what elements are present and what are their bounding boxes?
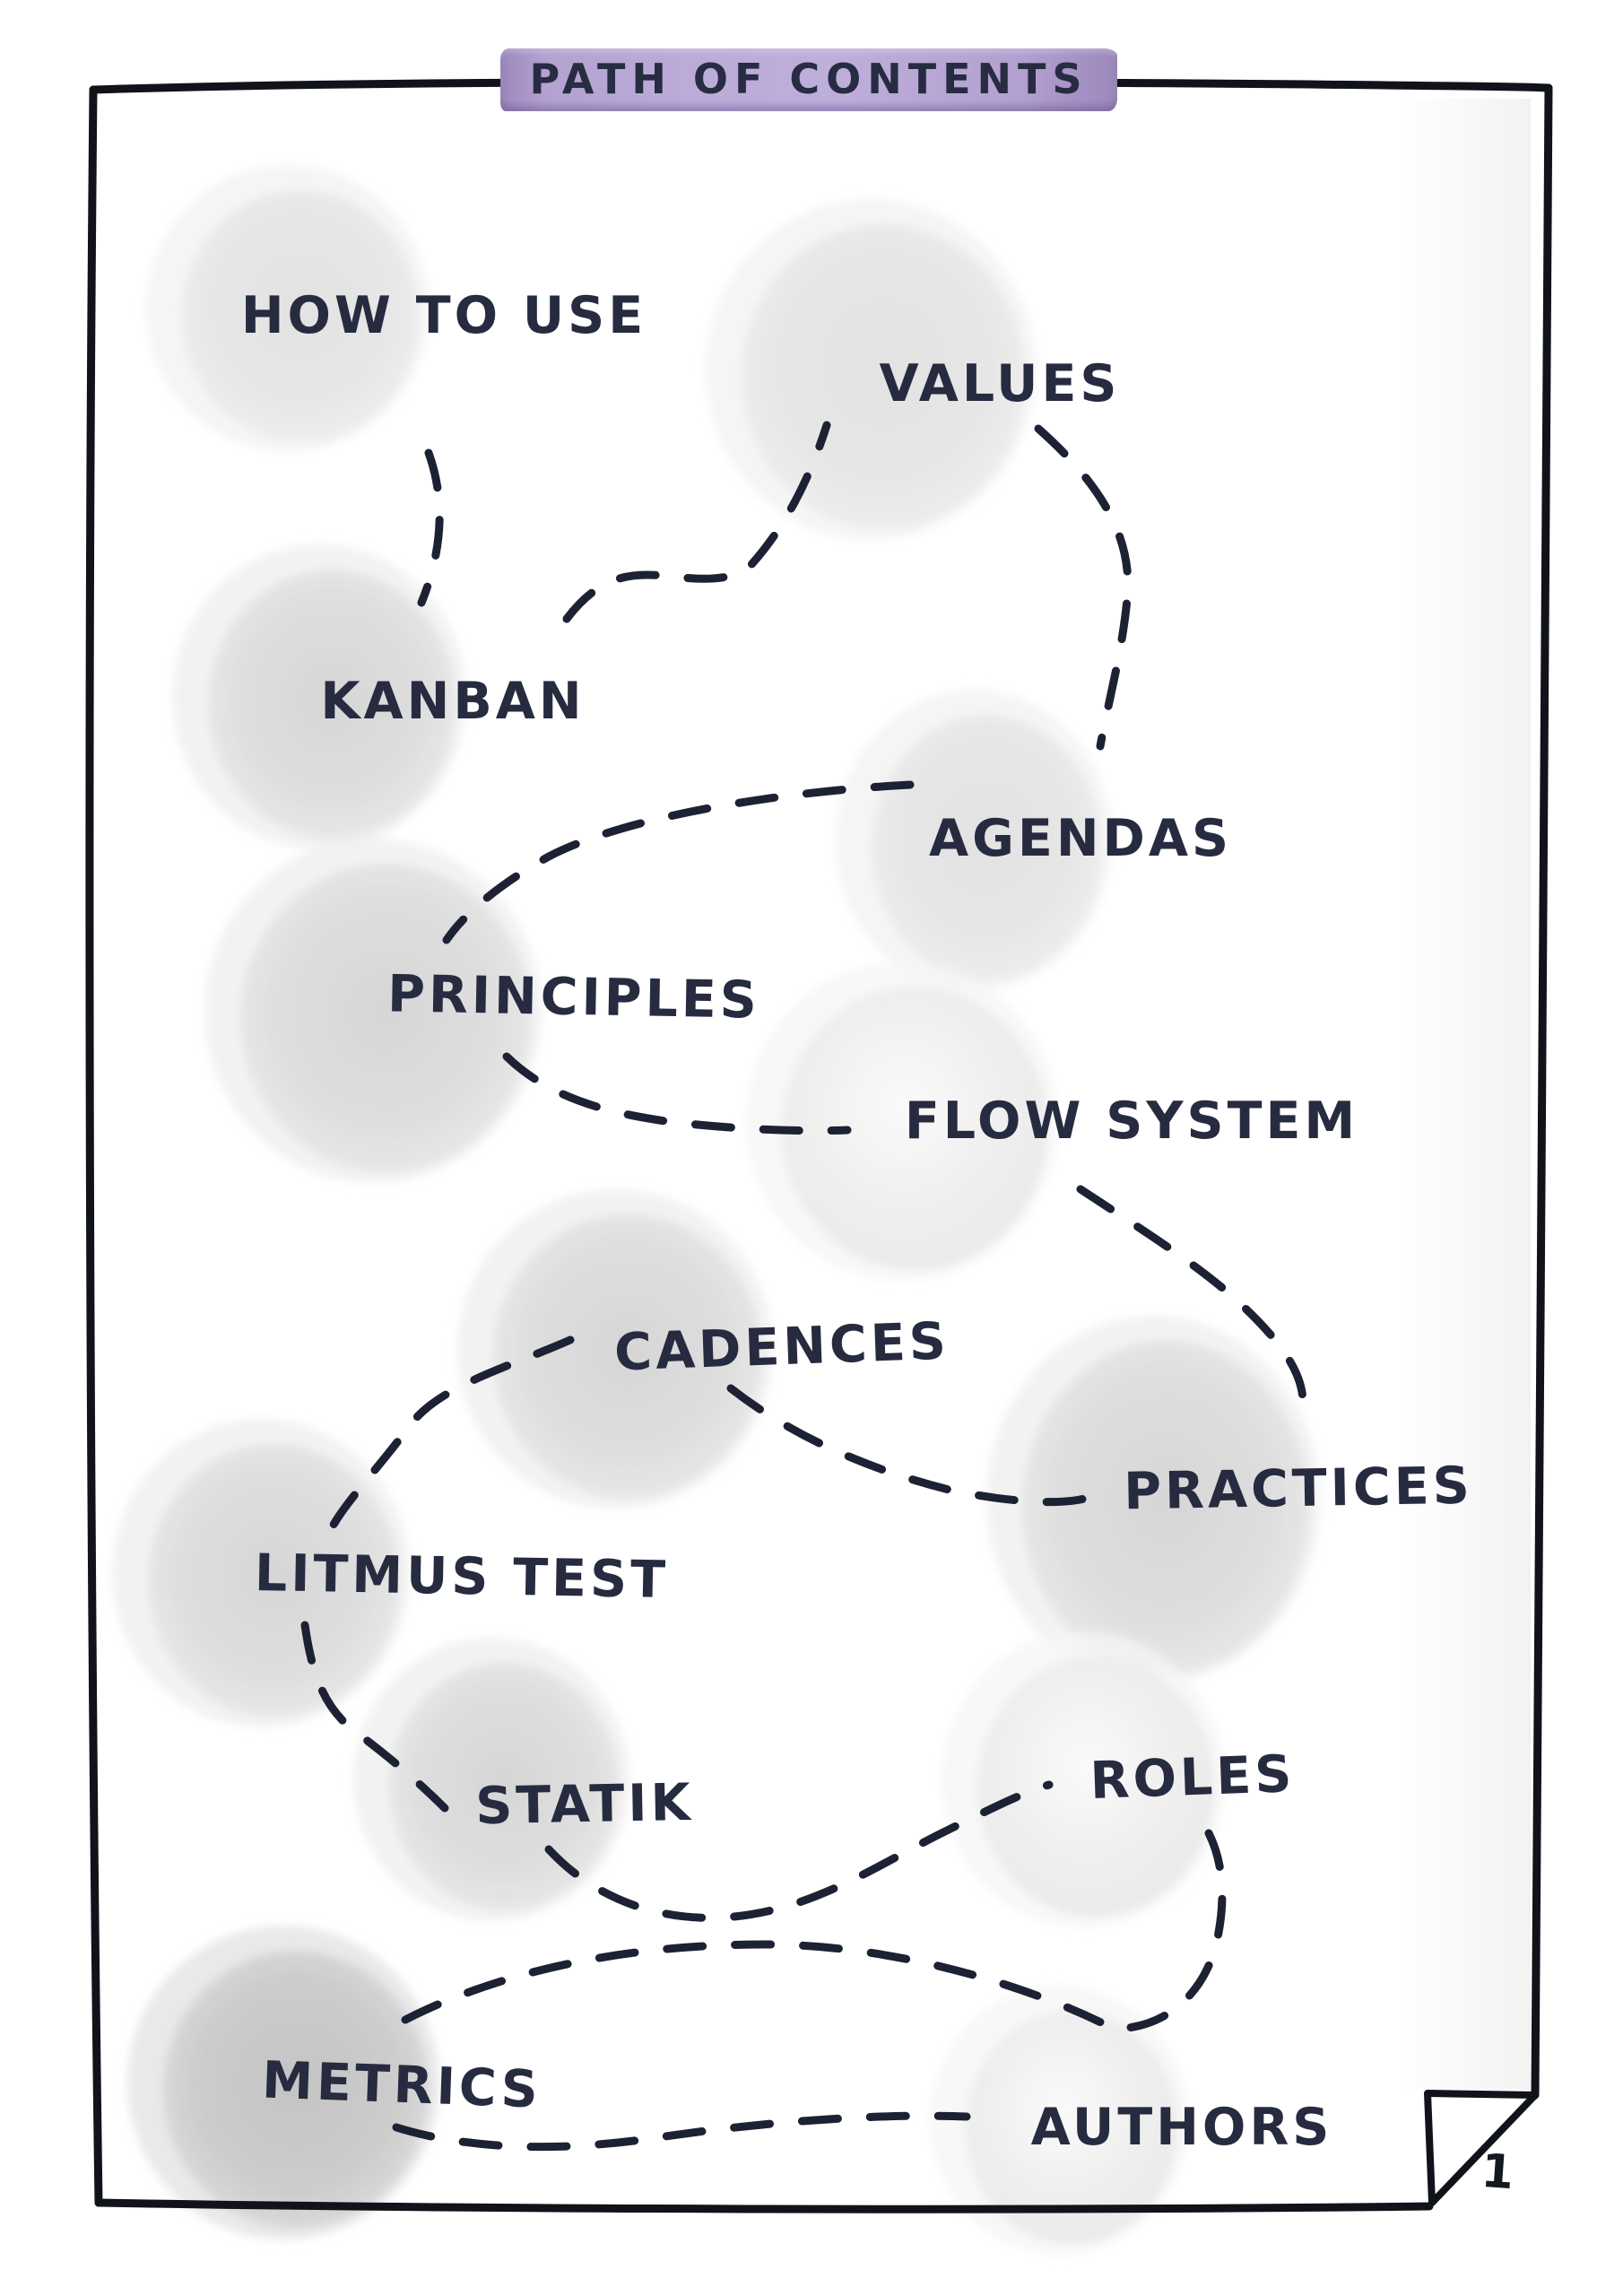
toc-item-values: VALUES xyxy=(879,354,1121,413)
toc-item-authors: AUTHORS xyxy=(1030,2098,1333,2157)
node-circle-metrics xyxy=(163,1951,429,2229)
toc-item-kanban: KANBAN xyxy=(320,672,586,731)
toc-item-statik: STATIK xyxy=(474,1772,695,1837)
node-circle-cadences xyxy=(493,1214,762,1498)
paper-edge-shading xyxy=(1394,99,1531,2090)
toc-item-flow-system: FLOW SYSTEM xyxy=(904,1091,1359,1151)
dashed-connector-cadences-litmus-test xyxy=(324,1335,575,1540)
dashed-connector-flow-system-practices xyxy=(1076,1185,1307,1405)
toc-item-principles: PRINCIPLES xyxy=(386,964,761,1031)
node-circle-agendas xyxy=(872,715,1101,980)
node-circle-litmus-test xyxy=(148,1444,399,1717)
page-number: 1 xyxy=(1479,2144,1516,2201)
toc-item-practices: PRACTICES xyxy=(1123,1456,1474,1522)
node-circle-flow-system xyxy=(782,987,1047,1270)
toc-item-agendas: AGENDAS xyxy=(928,809,1233,868)
header-banner: PATH OF CONTENTS xyxy=(500,48,1117,111)
page-border-right xyxy=(1531,83,1553,2100)
page-border-left xyxy=(85,85,103,2207)
dashed-connector-how-to-use-kanban xyxy=(417,448,444,607)
page-title: PATH OF CONTENTS xyxy=(529,55,1089,103)
toc-item-cadences: CADENCES xyxy=(613,1311,950,1383)
node-circle-authors xyxy=(966,2011,1177,2244)
dashed-connector-values-agendas xyxy=(1034,424,1133,751)
dashed-connector-cadences-practices xyxy=(726,1384,1092,1507)
dashed-connector-principles-flow-system xyxy=(502,1052,852,1135)
dashed-connector-litmus-test-statik xyxy=(300,1621,449,1813)
toc-item-metrics: METRICS xyxy=(261,2050,542,2120)
node-circle-values xyxy=(742,224,1025,529)
dashed-connector-agendas-principles xyxy=(442,780,915,944)
dashed-connector-metrics-roles xyxy=(401,1829,1227,2033)
dashed-connector-kanban-values xyxy=(562,421,831,623)
node-circle-principles xyxy=(240,864,531,1172)
toc-item-roles: ROLES xyxy=(1089,1744,1297,1811)
toc-item-litmus-test: LITMUS TEST xyxy=(254,1543,670,1611)
node-circle-kanban xyxy=(208,570,456,839)
page-corner-fold xyxy=(1424,2090,1539,2206)
page-border-bottom xyxy=(94,2198,1434,2213)
dashed-connector-metrics-authors xyxy=(392,2111,971,2152)
node-circle-roles xyxy=(977,1657,1214,1917)
toc-item-how-to-use: HOW TO USE xyxy=(240,286,647,345)
dashed-connector-statik-roles xyxy=(544,1780,1054,1922)
node-circle-statik xyxy=(389,1663,619,1910)
node-circle-practices xyxy=(1022,1341,1309,1673)
node-circle-how-to-use xyxy=(182,190,419,441)
